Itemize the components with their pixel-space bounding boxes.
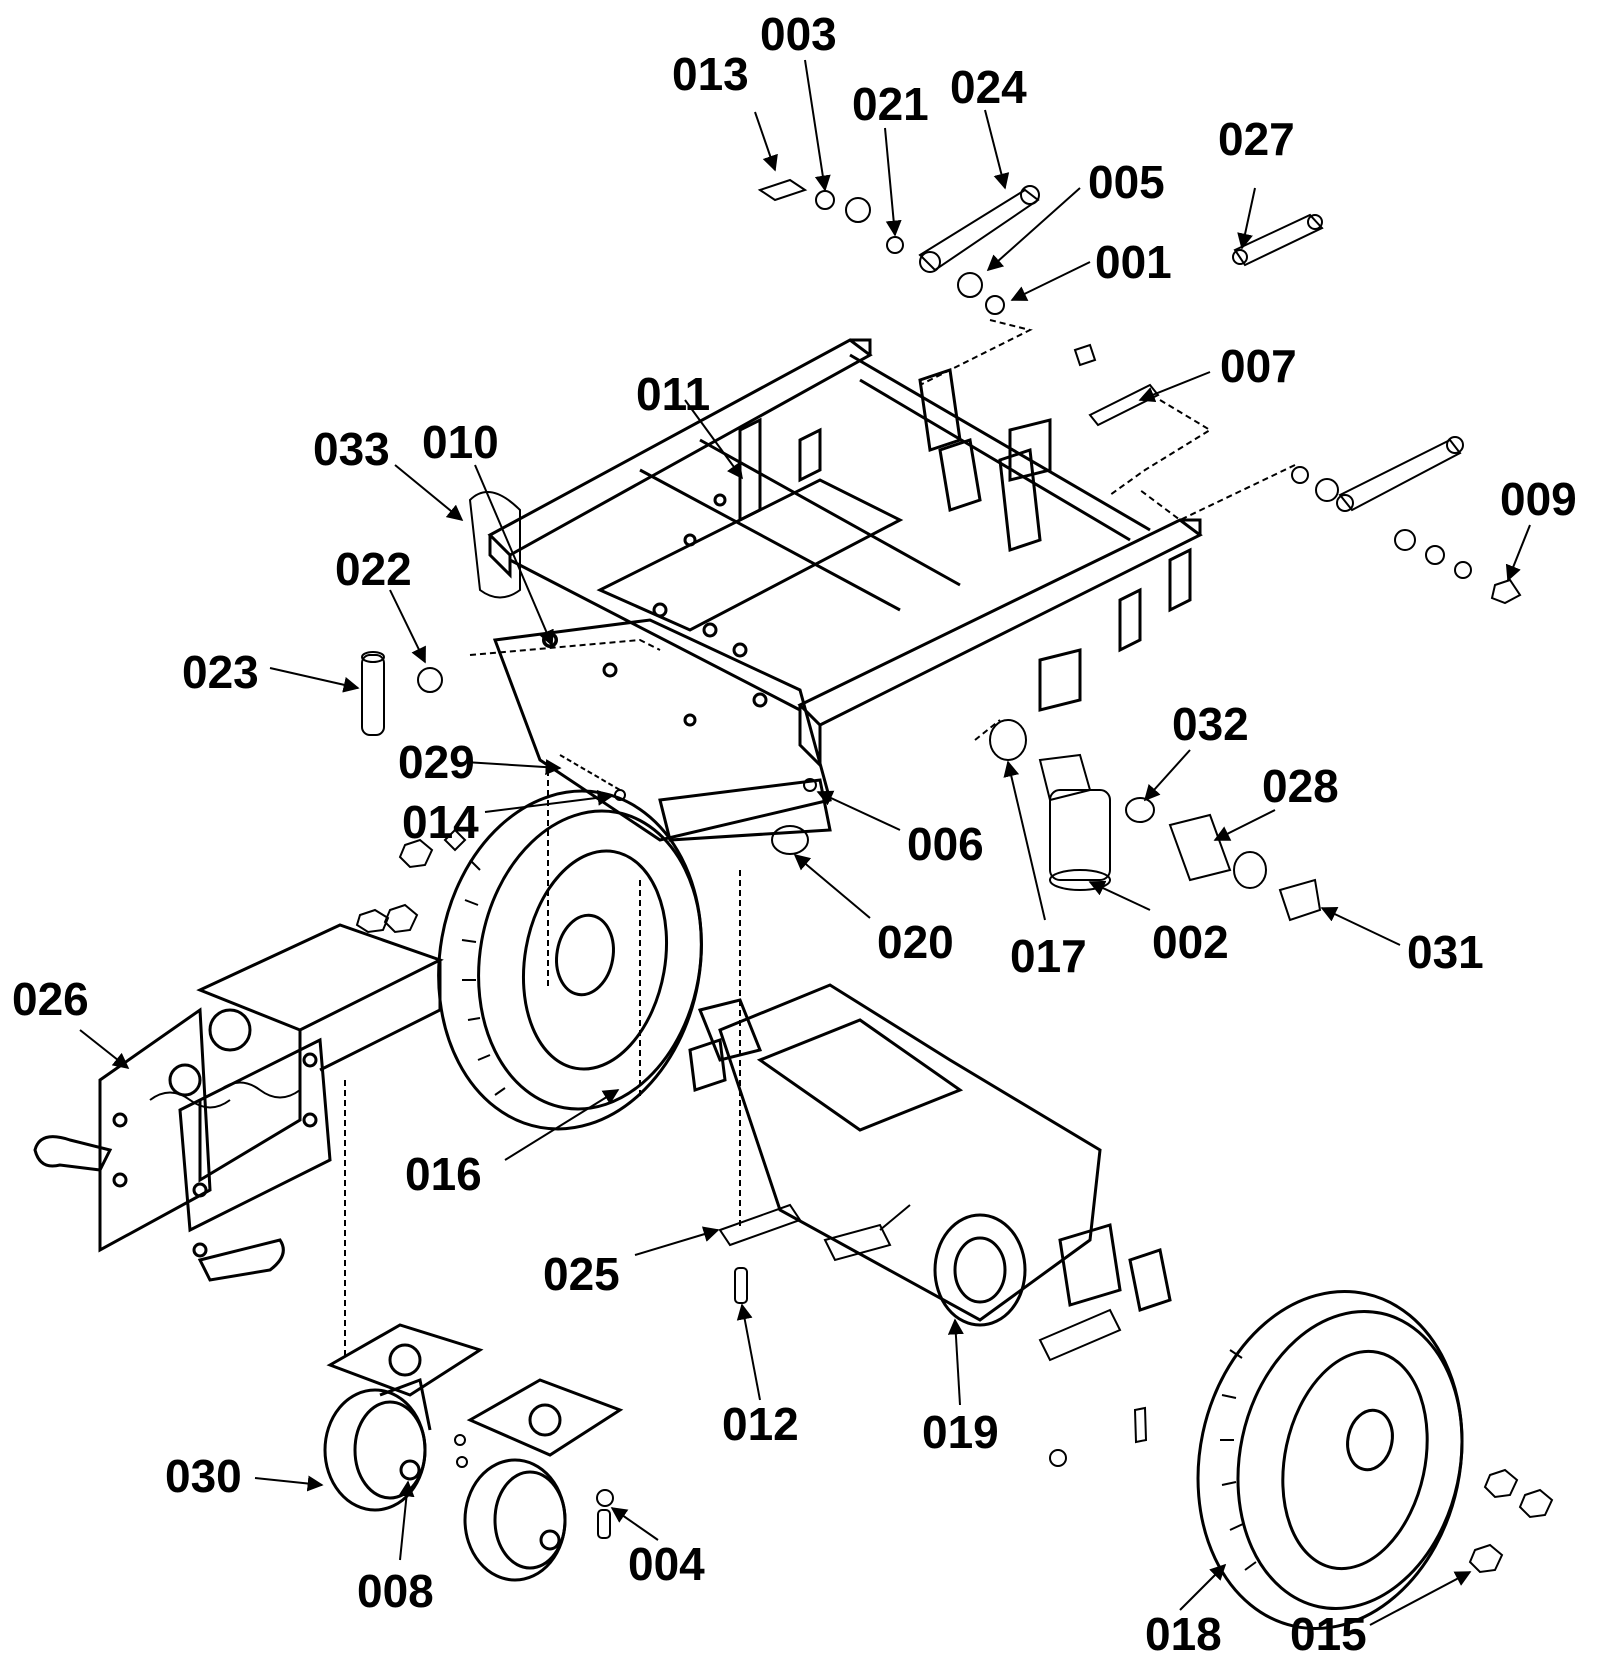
callout-001: 001 (1095, 236, 1172, 288)
leader-002 (1088, 880, 1151, 911)
leader-011 (684, 399, 743, 480)
bracket-025 (718, 1203, 1148, 1467)
leader-006 (816, 790, 901, 831)
leader-031 (1320, 906, 1401, 946)
leader-028 (1213, 809, 1276, 841)
callout-003: 003 (760, 8, 837, 60)
callout-018: 018 (1145, 1608, 1222, 1654)
leader-030 (254, 1475, 324, 1492)
leader-005 (986, 187, 1081, 272)
callout-013: 013 (672, 48, 749, 100)
leader-026 (79, 1029, 130, 1069)
upper-link-hardware (757, 178, 1040, 315)
callout-033: 033 (313, 423, 390, 475)
link-027 (1232, 213, 1324, 267)
callout-016: 016 (405, 1148, 482, 1200)
assembly-guide-lines (344, 319, 1296, 1360)
leader-013 (754, 111, 778, 172)
leader-020 (793, 853, 871, 919)
leader-029 (464, 759, 562, 776)
leader-018 (1179, 1563, 1227, 1611)
callout-labels: 013 003 021 024 005 001 027 007 009 011 … (12, 8, 1577, 1654)
leader-024 (984, 109, 1010, 190)
callout-026: 026 (12, 973, 89, 1025)
leader-015 (1369, 1571, 1472, 1626)
callout-002: 002 (1152, 916, 1229, 968)
caster-hardware (454, 1434, 614, 1539)
left-wheel (437, 789, 703, 1131)
leader-014 (484, 789, 614, 813)
callout-009: 009 (1500, 473, 1577, 525)
right-link-hardware (1291, 436, 1522, 605)
leader-033 (394, 464, 464, 522)
leader-023 (269, 667, 360, 693)
caster-030 (323, 1323, 484, 1512)
leader-001 (1010, 261, 1091, 301)
callout-004: 004 (628, 1538, 705, 1590)
callout-007: 007 (1220, 340, 1297, 392)
filter-assembly (989, 719, 1322, 922)
loose-nuts-right (1468, 1468, 1554, 1574)
leader-027 (1237, 187, 1256, 250)
caster-second (463, 1378, 624, 1582)
motor-gearbox-019 (688, 983, 1172, 1362)
leader-008 (398, 1480, 415, 1561)
callout-028: 028 (1262, 760, 1339, 812)
leader-007 (1138, 371, 1211, 403)
leader-021 (884, 127, 902, 237)
callout-023: 023 (182, 646, 259, 698)
callout-024: 024 (950, 61, 1027, 113)
main-frame (487, 338, 1203, 842)
callout-019: 019 (922, 1406, 999, 1458)
callout-017: 017 (1010, 930, 1087, 982)
callout-029: 029 (398, 736, 475, 788)
leader-017 (1003, 760, 1046, 921)
callout-014: 014 (402, 796, 479, 848)
callout-010: 010 (422, 416, 499, 468)
leader-022 (389, 589, 426, 664)
callout-030: 030 (165, 1450, 242, 1502)
right-wheel (1196, 1290, 1464, 1630)
callout-027: 027 (1218, 113, 1295, 165)
callout-008: 008 (357, 1565, 434, 1617)
callout-015: 015 (1290, 1608, 1367, 1654)
leader-016 (504, 1089, 620, 1161)
callout-032: 032 (1172, 698, 1249, 750)
leader-019 (947, 1318, 964, 1406)
leader-009 (1505, 524, 1531, 582)
tilt-assembly-026 (33, 908, 444, 1282)
callout-005: 005 (1088, 156, 1165, 208)
callout-021: 021 (852, 78, 929, 130)
leader-032 (1143, 749, 1191, 802)
leader-arrows (79, 59, 1531, 1626)
callout-006: 006 (907, 818, 984, 870)
loose-nuts-left (383, 838, 434, 934)
leader-003 (804, 59, 831, 192)
leader-010 (474, 464, 554, 647)
callout-011: 011 (636, 368, 710, 420)
leader-012 (736, 1303, 761, 1401)
callout-031: 031 (1407, 926, 1484, 978)
left-frame-parts (361, 491, 558, 736)
callout-022: 022 (335, 543, 412, 595)
callout-025: 025 (543, 1248, 620, 1300)
callout-012: 012 (722, 1398, 799, 1450)
leader-025 (634, 1226, 720, 1256)
bolt-007 (1073, 343, 1160, 427)
leader-004 (610, 1507, 659, 1541)
callout-020: 020 (877, 916, 954, 968)
